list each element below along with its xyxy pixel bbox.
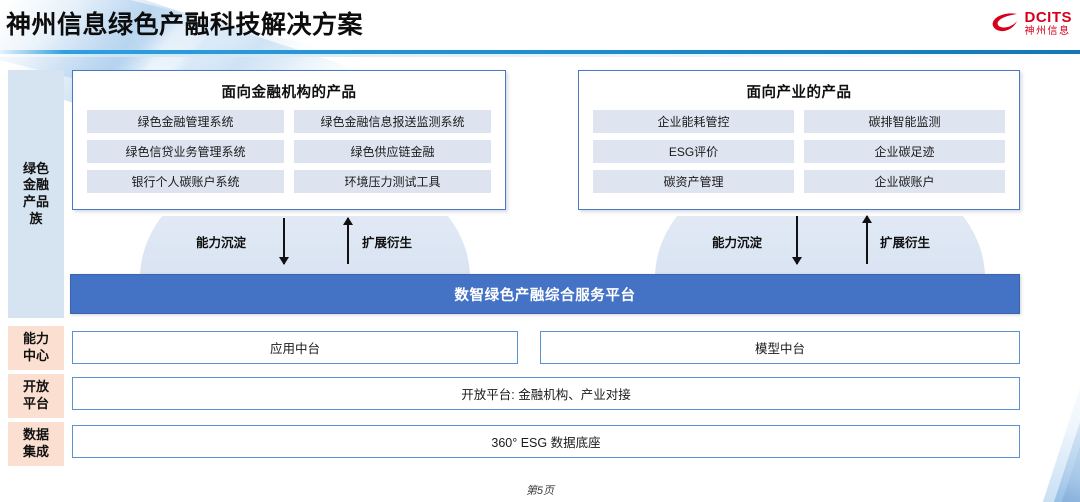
page-number: 第5页: [525, 485, 555, 497]
flow-arrow-up-right: [861, 215, 873, 264]
flow-label-extension-derivation-left: 扩展衍生: [362, 236, 413, 250]
dcits-swoosh-icon: [990, 11, 1020, 35]
product-item[interactable]: 碳排智能监测: [804, 110, 1005, 133]
sidebar-label-green-finance-family: 绿色 金融 产品 族: [22, 160, 49, 226]
open-platform-box[interactable]: 开放平台: 金融机构、产业对接: [72, 377, 1020, 410]
panel-title-financial-institutions: 面向金融机构的产品: [221, 85, 357, 101]
product-item[interactable]: 碳资产管理: [593, 170, 794, 193]
product-item[interactable]: 绿色金融信息报送监测系统: [294, 110, 491, 133]
header-divider-line: [0, 50, 1080, 54]
logo-text-block: DCITS 神州信息: [1025, 10, 1073, 37]
product-item[interactable]: 绿色信贷业务管理系统: [87, 140, 284, 163]
sidebar-item-data-integration[interactable]: 数据 集成: [8, 422, 64, 466]
flow-label-capability-precipitation-left: 能力沉淀: [196, 236, 247, 250]
slide-header: 神州信息绿色产融科技解决方案 DCITS 神州信息: [0, 0, 1080, 184]
product-panel-industry: 面向产业的产品 企业能耗管控 碳排智能监测 ESG评价 企业碳足迹 碳资产管理 …: [578, 70, 1020, 210]
data-base-box[interactable]: 360° ESG 数据底座: [72, 425, 1020, 458]
header-divider-line-soft: [0, 54, 1080, 57]
product-grid-financial-institutions: 绿色金融管理系统 绿色金融信息报送监测系统 绿色信贷业务管理系统 绿色供应链金融…: [73, 102, 505, 193]
flow-arc-left-decoration: [140, 216, 470, 278]
page-title: 神州信息绿色产融科技解决方案: [6, 11, 364, 39]
flow-arrow-down-right: [791, 216, 803, 265]
flow-label-extension-derivation-right: 扩展衍生: [880, 236, 931, 250]
capability-box-app-middle-platform[interactable]: 应用中台: [72, 331, 518, 364]
flow-arc-right-decoration: [655, 216, 985, 278]
capability-box-model-middle-platform[interactable]: 模型中台: [540, 331, 1020, 364]
flow-arrow-down-left: [278, 218, 290, 265]
product-item[interactable]: 企业能耗管控: [593, 110, 794, 133]
product-panel-financial-institutions: 面向金融机构的产品 绿色金融管理系统 绿色金融信息报送监测系统 绿色信贷业务管理…: [72, 70, 506, 210]
product-item[interactable]: 企业碳足迹: [804, 140, 1005, 163]
panel-title-industry: 面向产业的产品: [746, 85, 852, 101]
company-logo: DCITS 神州信息: [990, 6, 1073, 40]
sidebar-label-data-integration: 数据 集成: [22, 427, 49, 459]
sidebar-item-capability-center[interactable]: 能力 中心: [8, 326, 64, 370]
flow-arrow-up-left: [342, 217, 354, 264]
product-item[interactable]: 银行个人碳账户系统: [87, 170, 284, 193]
product-item[interactable]: ESG评价: [593, 140, 794, 163]
logo-brand-latin: DCITS: [1024, 8, 1072, 26]
sidebar-item-open-platform[interactable]: 开放 平台: [8, 374, 64, 418]
platform-bar[interactable]: 数智绿色产融综合服务平台: [70, 274, 1020, 314]
product-item[interactable]: 绿色供应链金融: [294, 140, 491, 163]
sidebar-label-open-platform: 开放 平台: [22, 379, 49, 411]
logo-brand-chinese: 神州信息: [1024, 25, 1071, 37]
product-item[interactable]: 绿色金融管理系统: [87, 110, 284, 133]
product-item[interactable]: 企业碳账户: [804, 170, 1005, 193]
platform-bar-label: 数智绿色产融综合服务平台: [454, 287, 636, 304]
flow-label-capability-precipitation-right: 能力沉淀: [712, 236, 763, 250]
product-item[interactable]: 环境压力测试工具: [294, 170, 491, 193]
sidebar-item-green-finance-family[interactable]: 绿色 金融 产品 族: [8, 70, 64, 318]
product-grid-industry: 企业能耗管控 碳排智能监测 ESG评价 企业碳足迹 碳资产管理 企业碳账户: [579, 102, 1019, 193]
sidebar-label-capability-center: 能力 中心: [22, 331, 49, 363]
